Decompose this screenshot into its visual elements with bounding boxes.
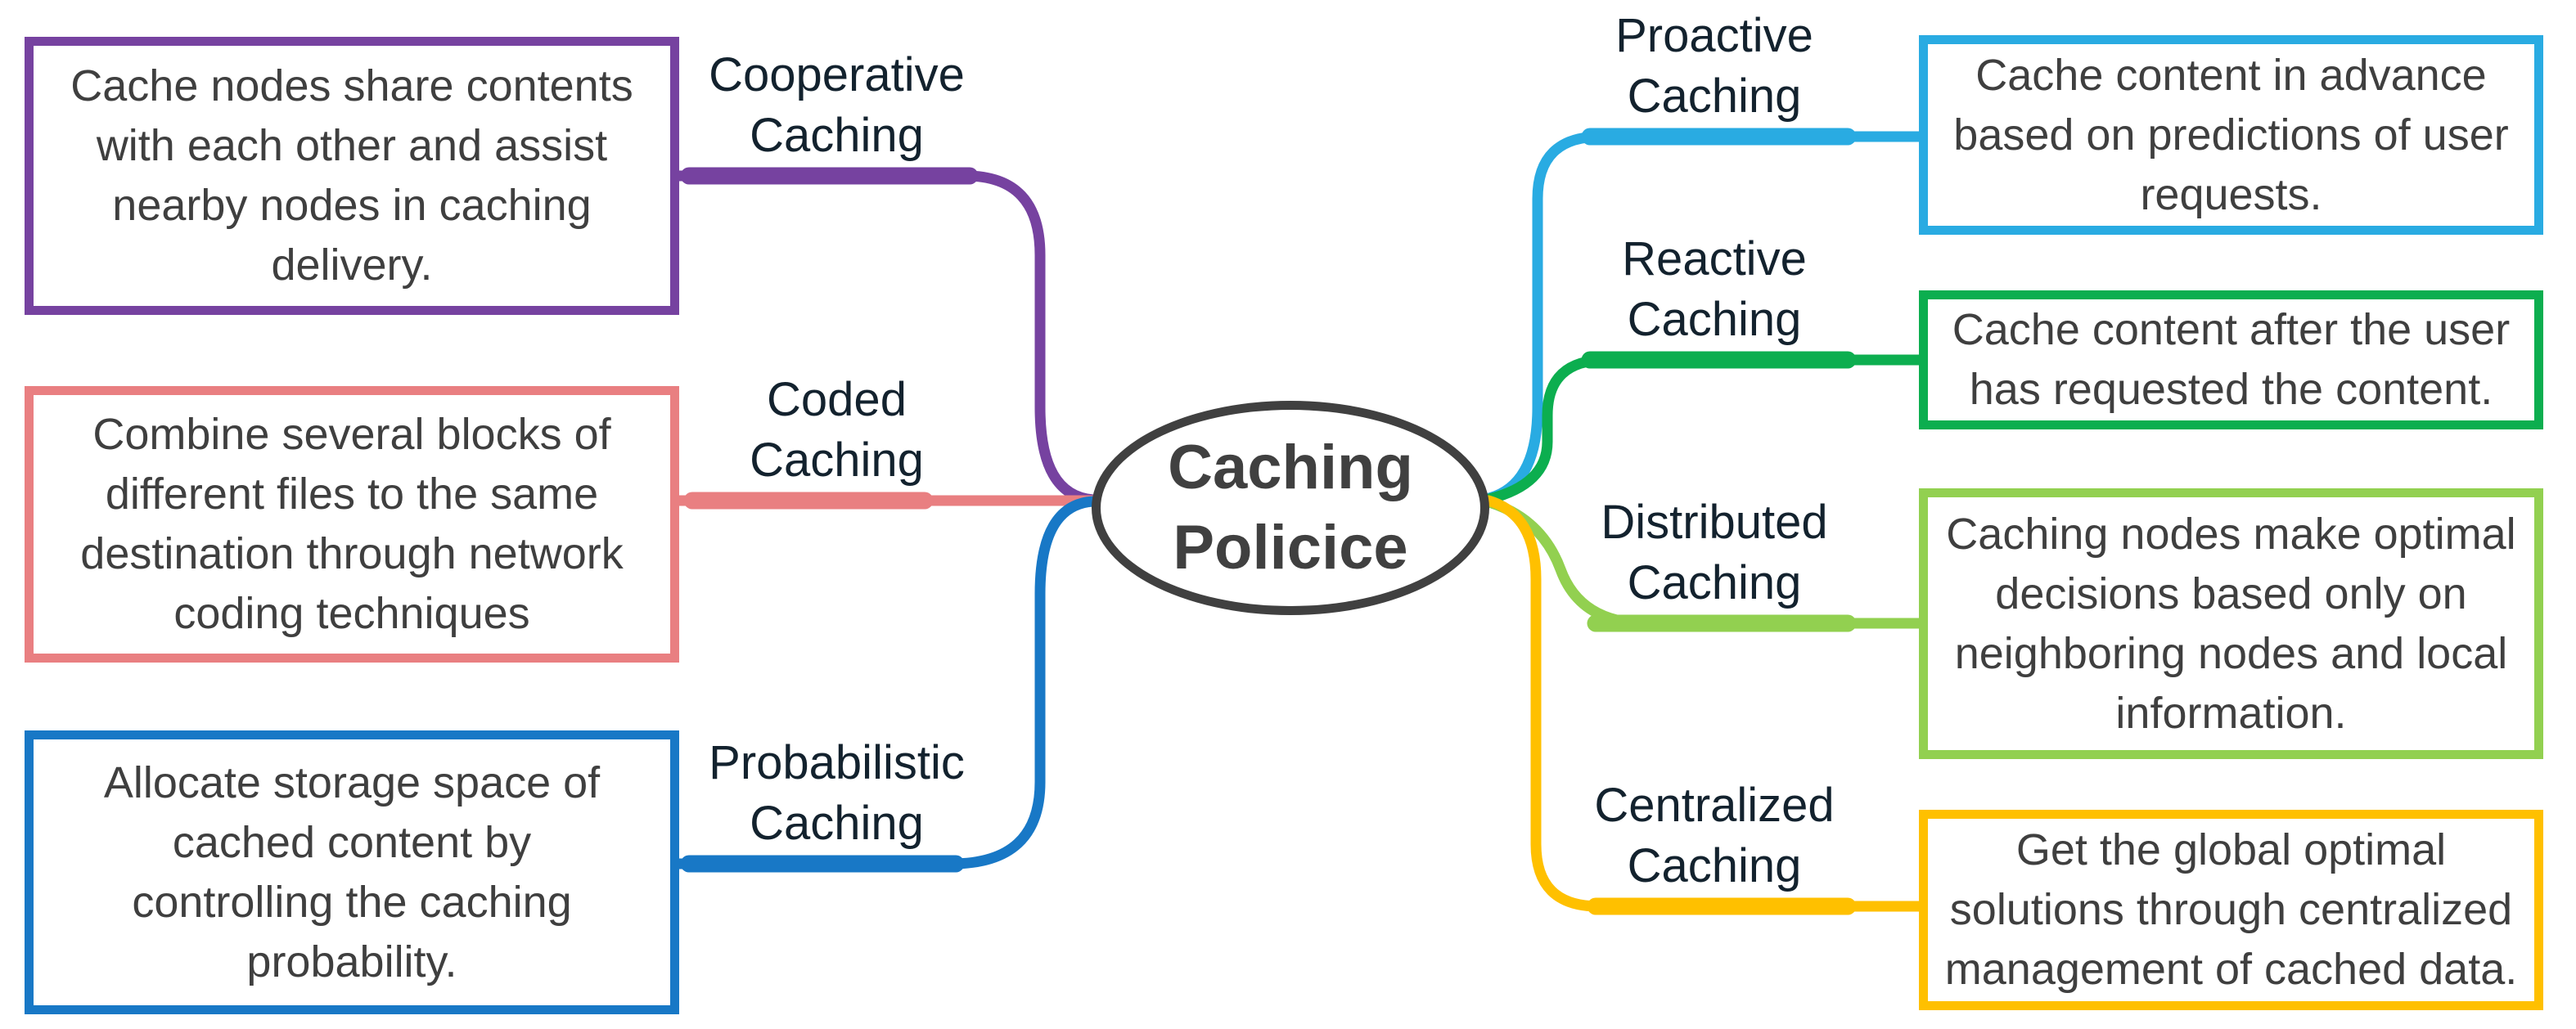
coded-branch-label: Coded Caching: [671, 370, 1002, 492]
reactive-label-line2: Caching: [1627, 293, 1802, 346]
central-node-title-line2: Policice: [1173, 513, 1408, 582]
proactive-branch-label: Proactive Caching: [1551, 6, 1878, 128]
proactive-label-line2: Caching: [1627, 70, 1802, 123]
cooperative-description-box: Cache nodes share contents with each oth…: [25, 37, 679, 315]
probabilistic-branch-line: [673, 496, 1099, 869]
cooperative-label-line2: Caching: [750, 109, 924, 162]
centralized-description-box: Get the global optimal solutions through…: [1919, 810, 2543, 1010]
cooperative-branch-line: [673, 170, 1099, 506]
centralized-branch-line: [1483, 495, 1925, 912]
distributed-description-box: Caching nodes make optimal decisions bas…: [1919, 488, 2543, 759]
centralized-label-line1: Centralized: [1594, 779, 1835, 832]
distributed-label-line1: Distributed: [1601, 496, 1828, 549]
centralized-description-text: Get the global optimal solutions through…: [1944, 825, 2518, 994]
coded-description-text: Combine several blocks of different file…: [80, 410, 624, 638]
probabilistic-description-box: Allocate storage space of cached content…: [25, 730, 679, 1014]
cooperative-branch-label: Cooperative Caching: [671, 45, 1002, 168]
proactive-label-line1: Proactive: [1615, 9, 1813, 62]
proactive-description-text: Cache content in advance based on predic…: [1953, 50, 2509, 219]
reactive-label-line1: Reactive: [1622, 232, 1807, 285]
proactive-branch-line: [1484, 131, 1925, 504]
coded-description-box: Combine several blocks of different file…: [25, 386, 679, 663]
reactive-branch-label: Reactive Caching: [1551, 229, 1878, 352]
probabilistic-description-text: Allocate storage space of cached content…: [103, 757, 601, 986]
distributed-branch-label: Distributed Caching: [1551, 492, 1878, 615]
centralized-label-line2: Caching: [1627, 839, 1802, 892]
central-node-title-line1: Caching: [1168, 433, 1413, 502]
reactive-description-box: Cache content after the user has request…: [1919, 290, 2543, 429]
probabilistic-label-line1: Probabilistic: [709, 736, 965, 789]
coded-label-line1: Coded: [767, 373, 907, 426]
probabilistic-label-line2: Caching: [750, 797, 924, 850]
distributed-label-line2: Caching: [1627, 556, 1802, 609]
central-node: Caching Policice: [1092, 401, 1489, 615]
distributed-description-text: Caching nodes make optimal decisions bas…: [1946, 509, 2516, 738]
proactive-description-box: Cache content in advance based on predic…: [1919, 35, 2543, 235]
reactive-description-text: Cache content after the user has request…: [1952, 305, 2511, 414]
coded-label-line2: Caching: [750, 434, 924, 487]
cooperative-description-text: Cache nodes share contents with each oth…: [70, 61, 633, 290]
centralized-branch-label: Centralized Caching: [1551, 775, 1878, 898]
reactive-branch-line: [1484, 354, 1925, 505]
cooperative-label-line1: Cooperative: [709, 48, 965, 101]
probabilistic-branch-label: Probabilistic Caching: [671, 733, 1002, 856]
